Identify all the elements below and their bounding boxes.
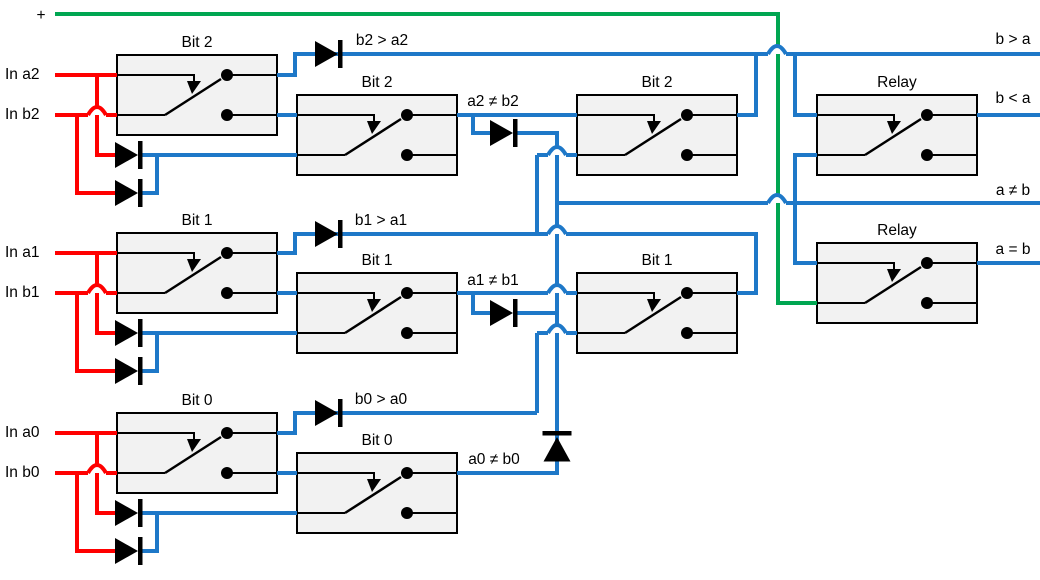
wire-hop (546, 145, 568, 157)
wire-a-ne-b-bus (457, 131, 559, 475)
signal-label-a1-ne-b1: a1 ≠ b1 (467, 272, 519, 289)
wire-in-a1-diode-branch (95, 253, 115, 335)
diode-icon (542, 431, 572, 462)
wire-a1-ne-b1-diode-branch (471, 293, 490, 315)
wire-hop (86, 105, 108, 117)
box-label: Bit 2 (361, 74, 392, 91)
box-label: Bit 2 (641, 74, 672, 91)
signal-label-a2-ne-b2: a2 ≠ b2 (467, 93, 519, 110)
relay-box-bit1-xor (295, 271, 459, 355)
wire-hop (86, 463, 108, 475)
wire-hop (766, 193, 788, 205)
diode-icon (315, 40, 343, 68)
wire-bit1-pass-to-b1gta1 (737, 232, 758, 295)
wire-bit1-or-riser (142, 333, 159, 373)
wire-b2-gt-a2 (277, 52, 768, 77)
output-label-b-gt-a: b > a (996, 31, 1031, 48)
relay-box-bit1-input (115, 231, 279, 315)
wire-bit0-or-riser (142, 513, 159, 553)
diode-icon (115, 499, 143, 527)
relay-box-output-aeqb (815, 241, 979, 325)
wire-in-a2-diode-branch (95, 75, 115, 157)
wire-a2-ne-b2-diode-branch (471, 115, 490, 135)
wire-hop (546, 283, 568, 295)
wire-hop (546, 224, 568, 236)
wire-hop (766, 44, 788, 56)
box-label: Bit 1 (181, 212, 212, 229)
diode-icon (115, 357, 143, 385)
wire-in-b1-diode-branch (75, 293, 115, 373)
wire-hop (546, 323, 568, 335)
diode-icon (315, 220, 343, 248)
signal-label-b2-gt-a2: b2 > a2 (356, 32, 408, 49)
wire-relay1-coil (793, 54, 817, 117)
wire-relay1-common-relay2-coil (793, 153, 817, 265)
wire-bit2-or-riser (142, 155, 159, 195)
wire-bit2-pass-to-bgta (737, 54, 758, 117)
input-label-a2: In a2 (5, 66, 39, 83)
wire-b1-gt-a1 (277, 232, 548, 255)
wire-b0-gt-a0 (277, 411, 537, 435)
input-label-a1: In a1 (5, 244, 39, 261)
relay-box-output-blta (815, 93, 979, 177)
signal-label-a0-ne-b0: a0 ≠ b0 (468, 451, 520, 468)
input-label-b0: In b0 (5, 464, 40, 481)
relay-box-bit2-pass (575, 93, 739, 177)
relay-box-bit2-input (115, 53, 279, 137)
box-label: Relay (877, 222, 917, 239)
output-label-b-lt-a: b < a (996, 90, 1031, 107)
signal-label-b1-gt-a1: b1 > a1 (355, 212, 407, 229)
input-label-b1: In b1 (5, 284, 39, 301)
box-label: Bit 1 (361, 252, 392, 269)
input-label-b2: In b2 (5, 106, 39, 123)
box-label: Bit 1 (641, 252, 672, 269)
box-label: Bit 0 (181, 392, 212, 409)
relay-box-bit1-pass (575, 271, 739, 355)
power-bus-wire (55, 12, 817, 305)
wire-in-b2-diode-branch (75, 115, 115, 195)
relay-box-bit0-xor (295, 451, 459, 535)
output-label-a-ne-b: a ≠ b (996, 182, 1030, 199)
diode-cathode-bar (542, 431, 572, 436)
input-label-a0: In a0 (5, 424, 40, 441)
relay-box-bit0-input (115, 411, 279, 495)
power-plus-label: + (36, 7, 45, 24)
box-label: Relay (877, 74, 917, 91)
diode-icon (115, 319, 143, 347)
wire-hop (86, 283, 108, 295)
diode-icon (490, 299, 518, 327)
diode-icon (115, 179, 143, 207)
wire-in-b0-diode-branch (75, 473, 115, 553)
relay-box-bit2-xor (295, 93, 459, 177)
diode-triangle (543, 437, 571, 462)
diode-icon (115, 141, 143, 169)
diode-icon (490, 119, 518, 147)
diode-icon (115, 537, 143, 565)
signal-label-b0-gt-a0: b0 > a0 (355, 391, 408, 408)
diode-icon (315, 399, 343, 427)
box-label: Bit 2 (181, 34, 212, 51)
output-label-a-eq-b: a = b (996, 241, 1031, 258)
wire-in-a0-diode-branch (95, 433, 115, 515)
box-label: Bit 0 (361, 432, 392, 449)
